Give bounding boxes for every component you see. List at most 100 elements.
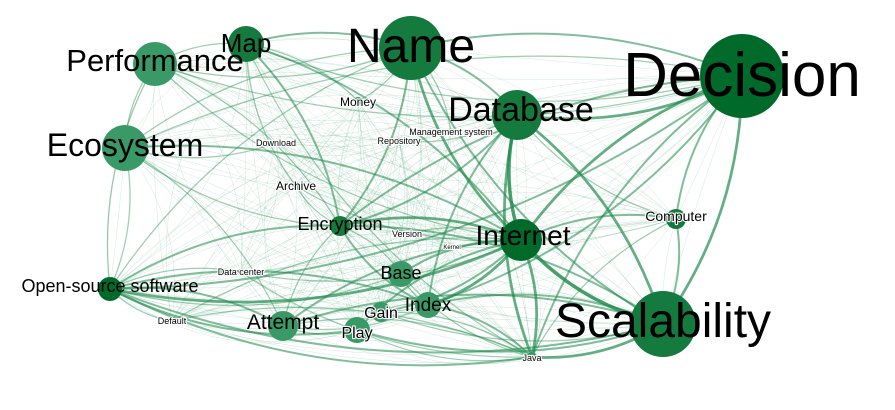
node-gain[interactable] — [371, 302, 391, 322]
faint-edge-encryption-kernel — [339, 225, 453, 248]
faint-edge-performance-repository — [154, 63, 400, 142]
faint-edge-data-center-kernel — [240, 246, 453, 273]
node-management-system[interactable] — [448, 129, 454, 135]
faint-edge-index-default — [171, 296, 429, 322]
faint-edge-database-gain — [380, 114, 518, 313]
faint-edge-ecosystem-index — [124, 147, 429, 306]
faint-edge-performance-open-source-software — [106, 63, 156, 290]
edge-open-source-software-index — [109, 269, 429, 306]
node-computer[interactable] — [666, 209, 686, 229]
node-base[interactable] — [388, 261, 414, 287]
node-version[interactable] — [404, 231, 410, 237]
faint-edge-archive-download — [275, 142, 297, 187]
edge-performance-encryption — [154, 63, 341, 227]
faint-edge-base-money — [357, 100, 402, 275]
node-label-open-source-software: Open-source software — [21, 276, 198, 296]
faint-edge-scalability-map — [245, 43, 664, 325]
faint-edge-performance-management-system — [154, 63, 452, 133]
faint-edge-attempt-management-system — [282, 131, 452, 327]
node-play[interactable] — [344, 317, 370, 343]
faint-edge-download-kernel — [275, 142, 453, 248]
node-decision[interactable] — [700, 34, 784, 118]
faint-edge-performance-version — [154, 63, 408, 235]
faint-edge-base-management-system — [399, 131, 452, 275]
node-data-center[interactable] — [238, 269, 244, 275]
faint-edge-performance-base — [154, 63, 402, 275]
faint-edge-database-encryption — [339, 114, 518, 227]
node-attempt[interactable] — [268, 311, 298, 341]
faint-edge-data-center-default — [171, 271, 242, 322]
node-label-decision: Decision — [623, 41, 861, 110]
faint-edge-index-archive — [295, 185, 429, 306]
faint-edge-scalability-performance — [154, 63, 664, 325]
node-default[interactable] — [169, 318, 175, 324]
faint-edge-name-play — [356, 47, 412, 331]
node-name[interactable] — [379, 16, 443, 80]
faint-edge-performance-money — [154, 63, 359, 102]
faint-edge-encryption-java — [339, 225, 533, 358]
faint-edge-internet-archive — [295, 185, 522, 241]
faint-edge-map-repository — [245, 43, 400, 142]
faint-edge-name-ecosystem — [124, 47, 412, 149]
faint-edge-ecosystem-kernel — [124, 147, 453, 248]
node-label-encryption: Encryption — [297, 214, 382, 234]
edge-decision-map — [245, 43, 743, 102]
node-database[interactable] — [492, 90, 542, 140]
node-open-source-software[interactable] — [98, 277, 122, 301]
faint-edge-decision-ecosystem — [124, 75, 743, 149]
faint-edge-repository-version — [398, 140, 408, 235]
node-kernel[interactable] — [450, 245, 454, 249]
node-index[interactable] — [415, 292, 441, 318]
node-label-repository: Repository — [377, 136, 421, 146]
faint-edge-money-management-system — [357, 100, 452, 133]
node-label-database: Database — [448, 91, 594, 129]
faint-edge-management-system-download — [275, 131, 452, 144]
edge-open-source-software-java — [109, 288, 533, 367]
faint-edge-encryption-repository — [339, 140, 400, 227]
edge-map-encryption — [245, 43, 341, 227]
faint-edge-encryption-download — [275, 142, 341, 227]
faint-edge-gain-repository — [380, 140, 408, 313]
edge-play-java — [356, 329, 533, 362]
faint-edge-version-data-center — [240, 233, 408, 273]
faint-edge-name-performance — [154, 47, 412, 65]
faint-edge-management-system-repository — [398, 130, 452, 142]
edge-internet-encryption — [338, 216, 523, 242]
node-ecosystem[interactable] — [102, 125, 148, 171]
faint-edge-ecosystem-version — [124, 147, 408, 236]
faint-edge-open-source-software-gain — [109, 288, 382, 313]
faint-edge-decision-open-source-software — [109, 75, 743, 290]
faint-edge-computer-management-system — [450, 131, 677, 220]
faint-edge-scalability-version — [406, 233, 664, 325]
edge-name-performance — [154, 47, 412, 78]
faint-edge-internet-default — [171, 239, 522, 324]
faint-edge-decision-money — [357, 75, 743, 116]
node-download[interactable] — [273, 140, 279, 146]
faint-edge-ecosystem-encryption — [124, 146, 341, 227]
node-money[interactable] — [354, 97, 362, 105]
node-label-money: Money — [340, 95, 376, 109]
faint-edge-archive-data-center — [240, 185, 297, 273]
faint-edge-base-download — [275, 142, 402, 275]
faint-edge-decision-version — [406, 75, 743, 235]
node-repository[interactable] — [396, 138, 402, 144]
node-label-java: Java — [522, 353, 541, 363]
faint-edge-open-source-software-java — [109, 288, 533, 363]
node-internet[interactable] — [500, 219, 542, 261]
faint-edge-ecosystem-repository — [124, 134, 400, 149]
faint-edge-attempt-download — [263, 142, 284, 327]
faint-edge-play-java — [356, 329, 533, 365]
node-label-base: Base — [380, 263, 421, 283]
node-archive[interactable] — [292, 182, 300, 190]
node-java[interactable] — [527, 352, 537, 362]
node-map[interactable] — [228, 26, 264, 62]
node-scalability[interactable] — [630, 291, 696, 357]
faint-edge-management-system-kernel — [450, 131, 460, 248]
node-performance[interactable] — [133, 42, 177, 86]
faint-edge-play-archive — [295, 185, 358, 331]
node-label-name: Name — [347, 20, 475, 73]
node-encryption[interactable] — [330, 216, 350, 236]
faint-edge-name-gain — [380, 47, 412, 313]
edge-open-source-software-data-center — [109, 267, 242, 290]
